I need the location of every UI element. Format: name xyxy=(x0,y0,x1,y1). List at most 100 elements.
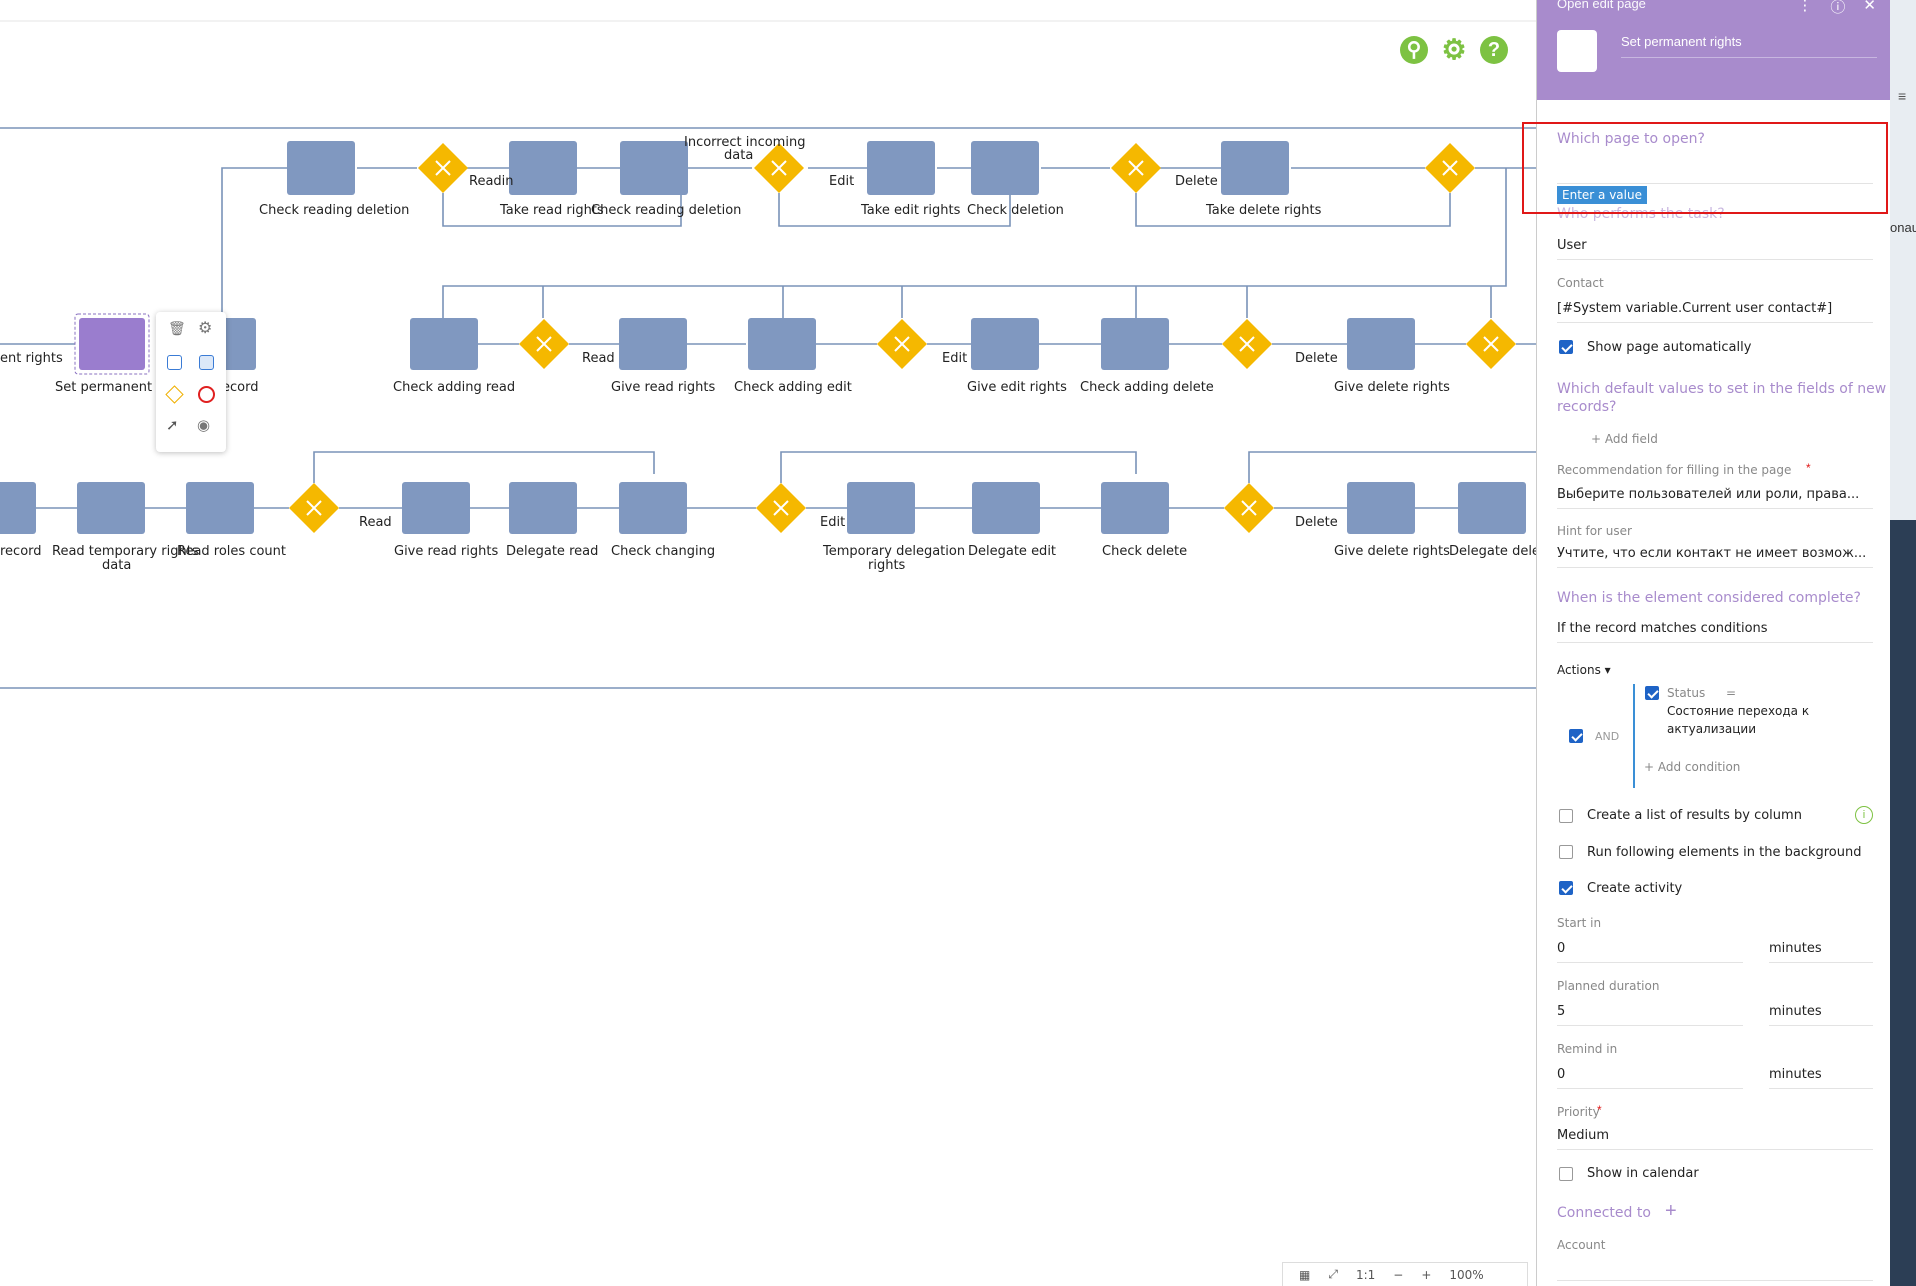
task-check-changing[interactable] xyxy=(619,482,687,534)
zoom-out-button[interactable]: − xyxy=(1393,1267,1404,1282)
task-set-permanent-rights[interactable] xyxy=(74,313,150,375)
element-name-field[interactable]: Set permanent rights xyxy=(1621,34,1877,58)
gateway-shape-icon[interactable] xyxy=(165,385,184,404)
label-check-adding-delete: Check adding delete xyxy=(1080,380,1214,395)
close-icon[interactable]: ✕ xyxy=(1863,0,1876,14)
condition-value-1[interactable]: Состояние перехода к xyxy=(1667,704,1810,718)
settings-icon[interactable]: ⚙ xyxy=(198,320,213,337)
start-in-field[interactable]: 0 xyxy=(1557,941,1743,963)
condition-value-2[interactable]: актуализации xyxy=(1667,722,1757,736)
show-page-auto-checkbox[interactable] xyxy=(1559,340,1573,354)
start-in-unit[interactable]: minutes xyxy=(1769,941,1873,963)
label-delegate-edit: Delegate edit xyxy=(968,544,1056,559)
connector-icon[interactable]: ➚ xyxy=(166,417,179,434)
task-check-adding-delete[interactable] xyxy=(1101,318,1169,370)
element-settings-panel: Open edit page ⋮ ⓘ ✕ Set permanent right… xyxy=(1536,0,1890,1286)
menu-icon[interactable]: ≡ xyxy=(1898,88,1907,104)
section-defaults-2: records? xyxy=(1557,399,1617,415)
add-field-label: Add field xyxy=(1604,432,1658,446)
enter-value-button[interactable]: Enter a value xyxy=(1557,186,1647,204)
task-check-reading-deletion-2[interactable] xyxy=(620,141,688,195)
create-list-checkbox[interactable] xyxy=(1559,809,1573,823)
end-event-icon[interactable] xyxy=(198,386,215,403)
task-temporary-delegation-rights[interactable] xyxy=(847,482,915,534)
label-read-1: Read xyxy=(582,351,615,366)
show-page-auto-label: Show page automatically xyxy=(1587,340,1752,355)
process-canvas[interactable]: ent rights Set permanent rig ecord Check… xyxy=(0,0,1536,1286)
run-background-checkbox[interactable] xyxy=(1559,845,1573,859)
task-take-edit-rights[interactable] xyxy=(867,141,935,195)
search-icon[interactable]: ⚲ xyxy=(1400,36,1428,64)
task-check-reading-deletion-1[interactable] xyxy=(287,141,355,195)
condition-field[interactable]: Status xyxy=(1667,686,1706,700)
who-performs-field[interactable]: User xyxy=(1557,238,1873,260)
panel-header-icons: ⋮ ⓘ ✕ xyxy=(1797,0,1876,17)
task-shape-icon[interactable] xyxy=(167,355,182,370)
label-give-read-rights-1: Give read rights xyxy=(611,380,715,395)
show-calendar-checkbox[interactable] xyxy=(1559,1167,1573,1181)
task-delegate-read[interactable] xyxy=(509,482,577,534)
label-check-deletion: Check deletion xyxy=(967,203,1064,218)
task-take-read-rights[interactable] xyxy=(509,141,577,195)
fit-icon[interactable]: ⤢ xyxy=(1328,1267,1338,1281)
zoom-level[interactable]: 100% xyxy=(1449,1267,1484,1282)
task-take-delete-rights[interactable] xyxy=(1221,141,1289,195)
task-check-deletion[interactable] xyxy=(971,141,1039,195)
task-give-read-rights-1[interactable] xyxy=(619,318,687,370)
info-icon[interactable]: ⓘ xyxy=(1830,0,1846,16)
priority-required-mark: * xyxy=(1597,1103,1602,1117)
add-condition-button[interactable]: + Add condition xyxy=(1644,760,1741,774)
task-read-temporary-rights[interactable] xyxy=(77,482,145,534)
background-dark-area xyxy=(1890,520,1916,1286)
highlight-box xyxy=(1522,122,1888,214)
task-check-adding-edit[interactable] xyxy=(748,318,816,370)
task-give-delete-rights-1[interactable] xyxy=(1347,318,1415,370)
planned-duration-unit[interactable]: minutes xyxy=(1769,1004,1873,1026)
more-icon[interactable]: ⋮ xyxy=(1797,0,1813,14)
gear-icon[interactable]: ⚙ xyxy=(1441,34,1467,65)
and-checkbox[interactable] xyxy=(1569,729,1583,743)
task-give-edit-rights[interactable] xyxy=(971,318,1039,370)
condition-group-bar xyxy=(1633,684,1635,788)
task-check-delete[interactable] xyxy=(1101,482,1169,534)
globe-icon[interactable]: ◉ xyxy=(197,417,211,434)
add-condition-label: Add condition xyxy=(1657,760,1741,774)
minimap-icon[interactable]: ▦ xyxy=(1299,1267,1311,1282)
task-check-adding-read[interactable] xyxy=(410,318,478,370)
task-delegate-delete[interactable] xyxy=(1458,482,1526,534)
label-take-read-rights: Take read rights xyxy=(499,203,604,218)
task-give-read-rights-2[interactable] xyxy=(402,482,470,534)
task-give-delete-rights-2[interactable] xyxy=(1347,482,1415,534)
contact-field[interactable]: [#System variable.Current user contact#] xyxy=(1557,301,1873,323)
help-icon[interactable]: ? xyxy=(1480,36,1508,64)
label-check-changing: Check changing xyxy=(611,544,715,559)
actions-dropdown[interactable]: Actions ▾ xyxy=(1557,663,1611,677)
task-delegate-edit[interactable] xyxy=(972,482,1040,534)
condition-operator[interactable]: = xyxy=(1726,686,1737,700)
condition-checkbox[interactable] xyxy=(1645,686,1659,700)
delete-icon[interactable]: 🗑 xyxy=(168,320,186,336)
create-activity-checkbox[interactable] xyxy=(1559,881,1573,895)
recommendation-field[interactable]: Выберите пользователей или роли, права..… xyxy=(1557,487,1873,509)
hint-field[interactable]: Учтите, что если контакт не имеет возмож… xyxy=(1557,546,1873,568)
add-connection-icon[interactable]: + xyxy=(1665,1200,1677,1222)
label-delete-3: Delete xyxy=(1295,515,1338,530)
add-field-button[interactable]: + Add field xyxy=(1591,432,1658,446)
task-formula-record[interactable] xyxy=(0,482,36,534)
zoom-reset-button[interactable]: 1:1 xyxy=(1355,1267,1376,1282)
label-give-delete-rights-1: Give delete rights xyxy=(1334,380,1450,395)
account-field[interactable] xyxy=(1557,1280,1873,1281)
info-icon[interactable]: i xyxy=(1855,806,1873,824)
priority-field[interactable]: Medium xyxy=(1557,1128,1873,1150)
canvas-top-icons: ⚲ ⚙ ? xyxy=(1400,36,1508,64)
remind-in-field[interactable]: 0 xyxy=(1557,1067,1743,1089)
process-diagram[interactable]: ent rights Set permanent rig ecord Check… xyxy=(0,0,1536,1286)
task-read-roles-count[interactable] xyxy=(186,482,254,534)
and-label: AND xyxy=(1595,730,1620,743)
label-give-delete-rights-2: Give delete rights xyxy=(1334,544,1450,559)
complete-condition-field[interactable]: If the record matches conditions xyxy=(1557,621,1873,643)
planned-duration-field[interactable]: 5 xyxy=(1557,1004,1743,1026)
subprocess-shape-icon[interactable] xyxy=(199,355,214,370)
zoom-in-button[interactable]: + xyxy=(1421,1267,1432,1282)
remind-in-unit[interactable]: minutes xyxy=(1769,1067,1873,1089)
